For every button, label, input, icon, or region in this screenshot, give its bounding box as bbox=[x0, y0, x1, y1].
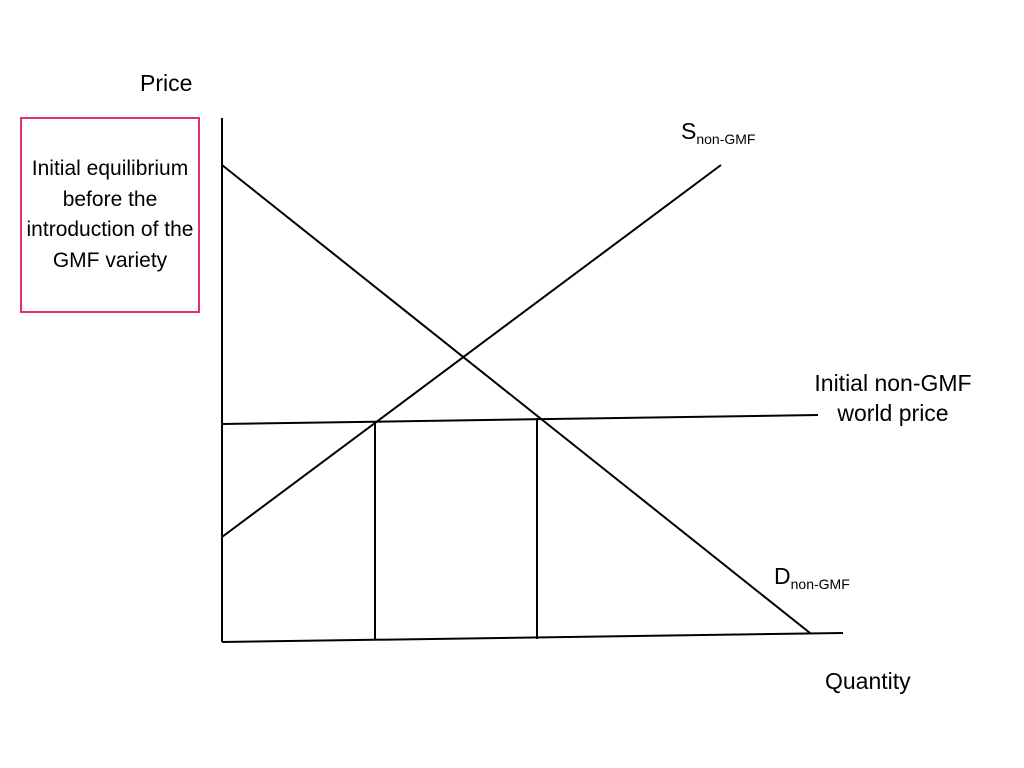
supply-curve bbox=[221, 164, 722, 538]
x-axis-label: Quantity bbox=[825, 668, 911, 694]
supply-label-subscript: non-GMF bbox=[696, 131, 756, 147]
x-axis bbox=[221, 632, 844, 643]
world-price-label: Initial non-GMF world price bbox=[814, 370, 972, 426]
demand-curve-label: Dnon-GMF bbox=[774, 562, 850, 593]
supply-curve-label: Snon-GMF bbox=[681, 117, 755, 148]
demand-curve bbox=[221, 164, 811, 634]
supply-label-main: S bbox=[681, 118, 697, 144]
demand-label-main: D bbox=[774, 563, 791, 589]
note-box: Initial equilibrium before the introduct… bbox=[20, 117, 200, 313]
y-axis-label: Price bbox=[140, 70, 193, 96]
demand-label-subscript: non-GMF bbox=[790, 576, 850, 592]
note-text: Initial equilibrium before the introduct… bbox=[26, 157, 194, 272]
world-price-line bbox=[221, 414, 819, 425]
